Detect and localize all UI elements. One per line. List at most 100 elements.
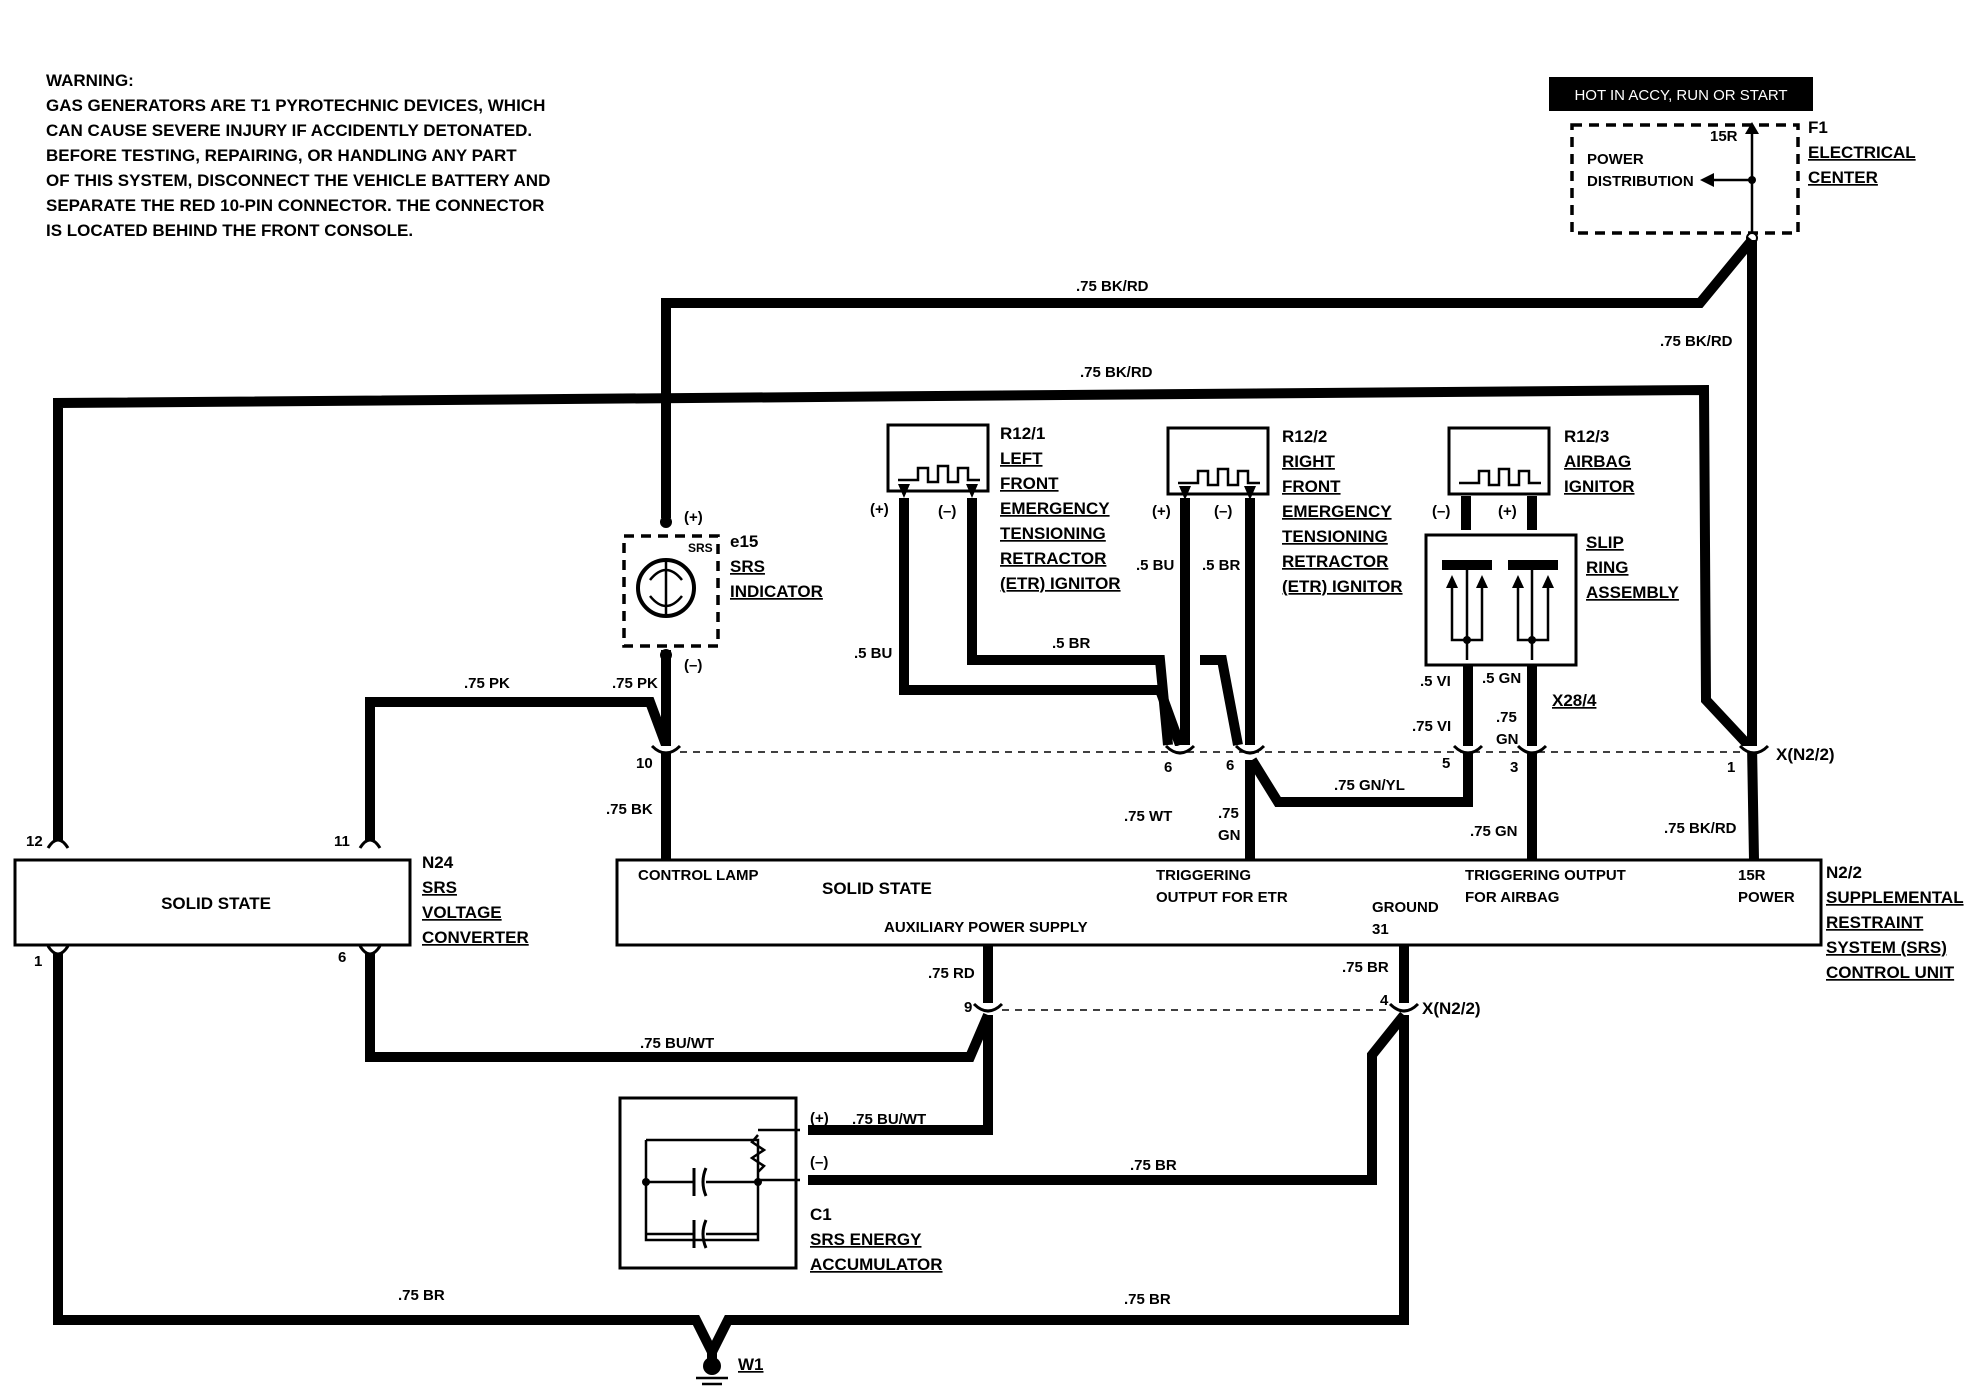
c1-id: C1 <box>810 1205 832 1224</box>
r12-2-name: TENSIONING <box>1282 527 1388 546</box>
arrow-icon <box>1179 486 1191 500</box>
slip-ring-name: ASSEMBLY <box>1586 583 1680 602</box>
pin-6b: 6 <box>1226 757 1234 774</box>
r12-3-airbag-ignitor: (–) (+) R12/3 AIRBAG IGNITOR <box>1432 426 1635 520</box>
bulb-filament-icon <box>649 560 683 616</box>
slip-ring-bar <box>1442 560 1492 570</box>
arrow-up-icon <box>1512 575 1524 588</box>
connector-mark <box>650 744 682 755</box>
f1-power-label: DISTRIBUTION <box>1587 173 1694 190</box>
n24-box <box>13 858 412 947</box>
r12-2-plus: (+) <box>1152 503 1171 520</box>
r12-1-name: (ETR) IGNITOR <box>1000 574 1121 593</box>
slip-ring-name: RING <box>1586 558 1629 577</box>
junction-dot <box>642 1178 650 1186</box>
wire-label: .75 VI <box>1412 718 1451 735</box>
slip-ring-assembly: SLIP RING ASSEMBLY <box>1424 533 1680 667</box>
wire-label: .5 BU <box>1136 557 1174 574</box>
terminal-dot <box>660 516 672 528</box>
arrow-up-icon <box>1446 575 1458 588</box>
wire-buwt-c1 <box>808 1015 993 1135</box>
r12-1-name: EMERGENCY <box>1000 499 1110 518</box>
connector-mark <box>358 838 382 849</box>
wire-label: .75 BK/RD <box>1080 364 1153 381</box>
r12-1-name: RETRACTOR <box>1000 549 1106 568</box>
ground-icon <box>696 1376 728 1386</box>
connector-mark <box>1164 744 1196 755</box>
wire-pk <box>365 697 671 840</box>
n24-body: SOLID STATE <box>161 894 271 913</box>
r12-3-name: IGNITOR <box>1564 477 1635 496</box>
slip-ring-name: SLIP <box>1586 533 1624 552</box>
arrow-up-icon <box>1745 122 1759 134</box>
wire-label: .75 BR <box>1130 1157 1177 1174</box>
wire-label: .75 BK <box>606 801 653 818</box>
c1-name: ACCUMULATOR <box>810 1255 943 1274</box>
power-15r-label: POWER <box>1738 889 1795 906</box>
hot-banner: HOT IN ACCY, RUN OR START <box>1574 87 1787 104</box>
r12-1-left-etr-ignitor: (+) (–) R12/1 LEFT FRONT EMERGENCY TENSI… <box>870 423 1121 593</box>
connector-mark <box>358 945 382 956</box>
r12-2-name: RETRACTOR <box>1282 552 1388 571</box>
r12-3-id: R12/3 <box>1564 427 1609 446</box>
warning-title: WARNING: <box>46 71 134 90</box>
pin-3: 3 <box>1510 759 1518 776</box>
junction-dot <box>754 1178 762 1186</box>
c1-minus: (–) <box>810 1154 828 1171</box>
power-15r-label: 15R <box>1738 867 1766 884</box>
capacitor-icon <box>692 1167 708 1197</box>
pin-11: 11 <box>334 833 350 850</box>
wires <box>53 236 1759 1365</box>
f1-terminal-15r: 15R <box>1710 128 1738 145</box>
e15-name: SRS <box>730 557 765 576</box>
control-lamp-label: CONTROL LAMP <box>638 867 759 884</box>
warning-line: BEFORE TESTING, REPAIRING, OR HANDLING A… <box>46 146 517 165</box>
wire-label: .75 GN <box>1470 823 1518 840</box>
r12-1-name: FRONT <box>1000 474 1059 493</box>
trig-etr-label: TRIGGERING <box>1156 867 1251 884</box>
resistor-icon <box>749 1134 767 1173</box>
r12-2-right-etr-ignitor: (+) (–) R12/2 RIGHT FRONT EMERGENCY TENS… <box>1152 426 1403 596</box>
capacitor-icon <box>692 1219 708 1249</box>
n2-2-id: N2/2 <box>1826 863 1862 882</box>
c1-circuit <box>644 1128 800 1242</box>
wire-label: .75 BR <box>398 1287 445 1304</box>
wire-labels: .75 BK/RD .75 BK/RD .75 BK/RD .75 BK/RD … <box>398 278 1737 1308</box>
connector-mark <box>46 945 70 956</box>
arrow-icon <box>1244 486 1256 500</box>
wire-bkrd-right <box>1747 240 1759 861</box>
wire-label: .5 BR <box>1052 635 1091 652</box>
arrow-up-icon <box>1542 575 1554 588</box>
n24-name: VOLTAGE <box>422 903 502 922</box>
warning-line: IS LOCATED BEHIND THE FRONT CONSOLE. <box>46 221 413 240</box>
n24-name: CONVERTER <box>422 928 529 947</box>
connector-mark <box>46 838 70 849</box>
connector-mark <box>1452 744 1484 755</box>
wire-label: .75 PK <box>612 675 658 692</box>
e15-srs-indicator: (+) (–) SRS e15 SRS INDICATOR <box>622 509 823 674</box>
connector-mark <box>972 1002 1004 1013</box>
w1-label: W1 <box>738 1355 764 1374</box>
ground-icon <box>703 1357 721 1375</box>
pin-6a: 6 <box>1164 759 1172 776</box>
n2-2-name: CONTROL UNIT <box>1826 963 1955 982</box>
connector-label-top: X(N2/2) <box>1776 745 1835 764</box>
hot-banner-bg <box>1549 77 1813 111</box>
wire-label: .75 BK/RD <box>1660 333 1733 350</box>
wire-label: .75 BU/WT <box>640 1035 714 1052</box>
e15-minus: (–) <box>684 657 702 674</box>
slip-ring-box <box>1424 533 1578 667</box>
n24-name: SRS <box>422 878 457 897</box>
pin-9: 9 <box>964 999 972 1016</box>
pin-5: 5 <box>1442 755 1450 772</box>
f1-name: CENTER <box>1808 168 1878 187</box>
wire-label: .75 BR <box>1342 959 1389 976</box>
connector-mark <box>1388 1002 1420 1013</box>
r12-1-id: R12/1 <box>1000 424 1045 443</box>
wire-label: GN <box>1218 827 1241 844</box>
e15-id: e15 <box>730 532 758 551</box>
c1-energy-accumulator: (+) (–) C1 SRS ENERGY ACCUMULATOR <box>618 1096 943 1274</box>
wire-label: .75 BK/RD <box>1076 278 1149 295</box>
f1-id: F1 <box>1808 118 1828 137</box>
